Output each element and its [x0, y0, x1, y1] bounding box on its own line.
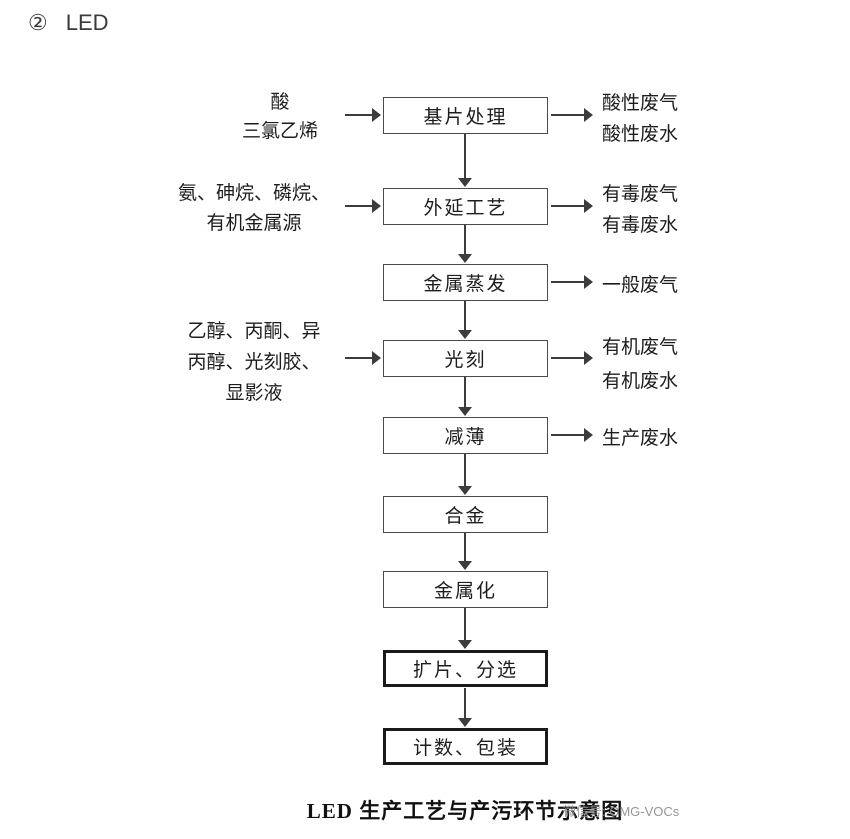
- output-line: 有毒废气: [602, 184, 679, 205]
- output-arrow-lithography: [551, 351, 593, 365]
- output-label-epitaxy: 有毒废气 有毒废水: [602, 179, 678, 241]
- output-line: 酸性废水: [602, 124, 679, 145]
- output-arrow-substrate: [551, 108, 593, 122]
- output-line: 有机废水: [602, 371, 679, 392]
- output-line: 一般废气: [602, 275, 679, 296]
- flow-step-counting-packaging: 计数、包装: [383, 728, 548, 765]
- input-line: 丙醇、光刻胶、: [187, 352, 321, 373]
- input-label-epitaxy: 氨、砷烷、磷烷、 有机金属源: [163, 179, 345, 239]
- input-line: 显影液: [225, 383, 283, 404]
- input-arrow-lithography: [345, 351, 381, 365]
- down-arrow-5: [458, 454, 472, 495]
- output-label-thinning: 生产废水: [602, 423, 678, 454]
- section-number: ②: [28, 10, 48, 35]
- output-label-metal-evaporation: 一般废气: [602, 270, 678, 301]
- flow-step-metallization: 金属化: [383, 571, 548, 608]
- diagram-caption: LED 生产工艺与产污环节示意图: [306, 799, 624, 823]
- flow-step-expansion-sorting: 扩片、分选: [383, 650, 548, 687]
- flow-step-metal-evaporation: 金属蒸发: [383, 264, 548, 301]
- down-arrow-1: [458, 134, 472, 187]
- flow-step-lithography: 光刻: [383, 340, 548, 377]
- output-line: 有毒废水: [602, 215, 679, 236]
- input-label-substrate: 酸 三氯乙烯: [215, 88, 345, 146]
- output-arrow-epitaxy: [551, 199, 593, 213]
- section-title: LED: [65, 10, 109, 35]
- output-label-lithography: 有机废气 有机废水: [602, 331, 678, 399]
- flow-step-alloy: 合金: [383, 496, 548, 533]
- output-line: 生产废水: [602, 428, 679, 449]
- output-line: 酸性废气: [602, 93, 679, 114]
- down-arrow-2: [458, 225, 472, 263]
- down-arrow-8: [458, 688, 472, 727]
- output-arrow-thinning: [551, 428, 593, 442]
- output-arrow-metal-evaporation: [551, 275, 593, 289]
- flow-step-substrate-treatment: 基片处理: [383, 97, 548, 134]
- section-heading: ② LED: [28, 10, 109, 36]
- input-line: 三氯乙烯: [241, 121, 318, 142]
- flow-step-thinning: 减薄: [383, 417, 548, 454]
- input-line: 乙醇、丙酮、异: [187, 321, 321, 342]
- input-line: 有机金属源: [206, 213, 302, 234]
- input-line: 氨、砷烷、磷烷、: [177, 183, 330, 204]
- down-arrow-4: [458, 377, 472, 416]
- flow-step-epitaxy: 外延工艺: [383, 188, 548, 225]
- output-line: 有机废气: [602, 337, 679, 358]
- input-line: 酸: [270, 92, 290, 113]
- down-arrow-7: [458, 608, 472, 649]
- down-arrow-3: [458, 301, 472, 339]
- output-label-substrate: 酸性废气 酸性废水: [602, 88, 678, 150]
- input-label-lithography: 乙醇、丙酮、异 丙醇、光刻胶、 显影液: [163, 316, 345, 409]
- input-arrow-substrate: [345, 108, 381, 122]
- watermark-text: 微信号: OMG-VOCs: [563, 804, 680, 819]
- input-arrow-epitaxy: [345, 199, 381, 213]
- down-arrow-6: [458, 533, 472, 570]
